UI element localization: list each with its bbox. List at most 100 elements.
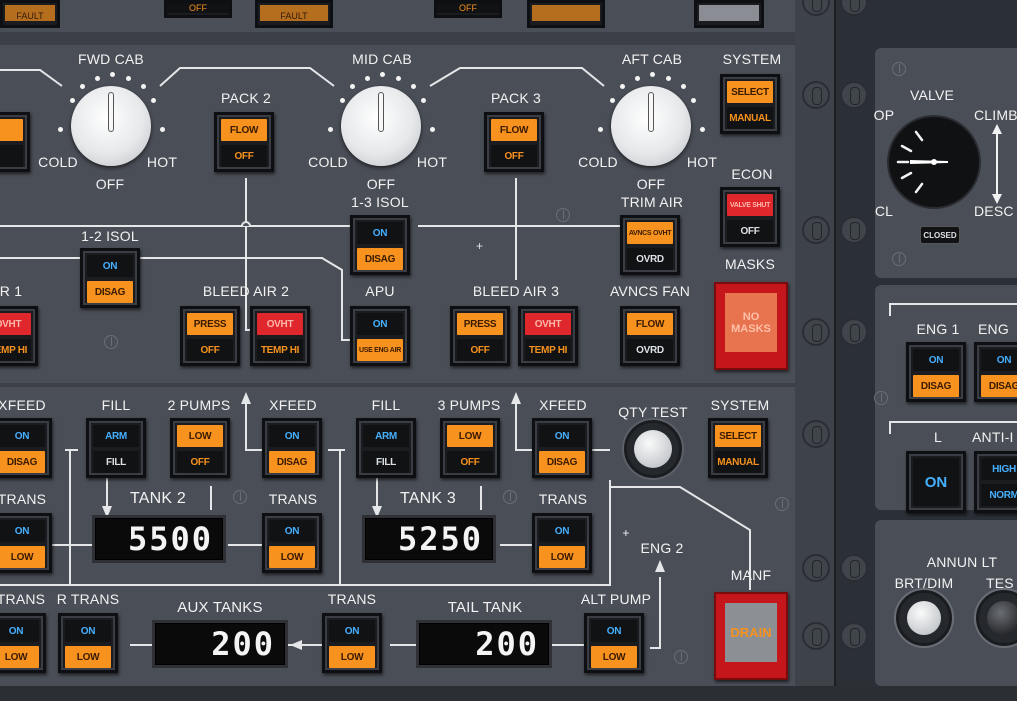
trans1-label: TRANS [0, 491, 47, 507]
knob-pointer [378, 92, 384, 132]
mid-cab-label: MID CAB [352, 51, 412, 67]
econ-button[interactable]: VALVE SHUT OFF [720, 187, 780, 247]
flow-light: FLOW [491, 119, 537, 141]
fill-light: FILL [363, 451, 409, 473]
avncs-ovht-light: AVNCS OVHT [627, 222, 673, 244]
trim-air-label: TRIM AIR [620, 194, 684, 210]
top-button-5[interactable] [527, 0, 605, 28]
xfeed3-button[interactable]: ON DISAG [532, 418, 592, 478]
air-flow-lines: + [0, 67, 630, 341]
qty-test-button[interactable] [624, 420, 682, 478]
alt-pump-label: ALT PUMP [580, 591, 652, 607]
rivet [802, 81, 830, 109]
aux-tanks-qty-display: 200 [152, 620, 288, 668]
rivet [840, 216, 868, 244]
trans3-label: TRANS [538, 491, 588, 507]
annun-test-button[interactable] [976, 590, 1017, 646]
disag-light: DISAG [913, 375, 959, 397]
bleed3-press-button[interactable]: PRESS OFF [450, 306, 510, 366]
screw [556, 208, 570, 222]
tank3-label: TANK 3 [399, 490, 457, 507]
press-light: PRESS [187, 313, 233, 335]
top-button-3[interactable]: FAULT [255, 0, 333, 28]
masks-guarded-switch[interactable]: NO MASKS [714, 282, 788, 370]
manf-label: MANF [730, 567, 772, 583]
top-button-4[interactable]: OFF [434, 0, 502, 18]
screw [892, 252, 906, 266]
on-light: ON [539, 425, 585, 447]
system-air-label: SYSTEM [722, 51, 782, 67]
off-light: OFF [727, 220, 773, 242]
rivet [802, 622, 830, 650]
rivet [802, 554, 830, 582]
press-light: PRESS [457, 313, 503, 335]
l-label: L [934, 429, 942, 445]
low-light: LOW [447, 425, 493, 447]
screw [892, 62, 906, 76]
top-button-6[interactable] [694, 0, 764, 28]
manf-drain-guarded-switch[interactable]: DRAIN [714, 592, 788, 680]
qty-test-cap [634, 430, 672, 468]
aft-cab-temp-knob[interactable] [611, 86, 691, 166]
valve-shut-light: VALVE SHUT [727, 194, 773, 216]
pack1-button[interactable] [0, 112, 30, 172]
off-light: OFF [457, 339, 503, 361]
l-window-heat-button[interactable]: ON [906, 451, 966, 513]
on-light: ON [329, 620, 375, 642]
annun-lt-label: ANNUN LT [926, 554, 998, 570]
fill-light: FILL [93, 451, 139, 473]
norm-light: NORM [981, 484, 1017, 506]
aux-trans-label: TRANS [327, 591, 377, 607]
test-label: TES [986, 575, 1014, 591]
on-light: ON [0, 425, 45, 447]
off-light: OFF [437, 3, 499, 13]
mid-cab-temp-knob[interactable] [341, 86, 421, 166]
panel-seam-2 [0, 383, 795, 387]
off-light: OFF [177, 451, 223, 473]
tail-tank-label: TAIL TANK [447, 599, 523, 616]
top-button-2[interactable]: OFF [164, 0, 232, 18]
aft-cold-label: COLD [578, 154, 618, 170]
top-button-1[interactable]: FAULT [0, 0, 60, 28]
desc-label: DESC [974, 203, 1014, 219]
rivet [840, 0, 868, 16]
flow-light: FLOW [221, 119, 267, 141]
anti-ice-brackets [889, 303, 1017, 434]
on-light: ON [357, 313, 403, 335]
closed-indicator: CLOSED [920, 226, 960, 244]
fwd-cab-temp-knob[interactable] [71, 86, 151, 166]
brt-dim-button[interactable] [896, 590, 952, 646]
pumps3-label: 3 PUMPS [437, 397, 501, 413]
disag-light: DISAG [539, 451, 585, 473]
disag-light: DISAG [87, 281, 133, 303]
